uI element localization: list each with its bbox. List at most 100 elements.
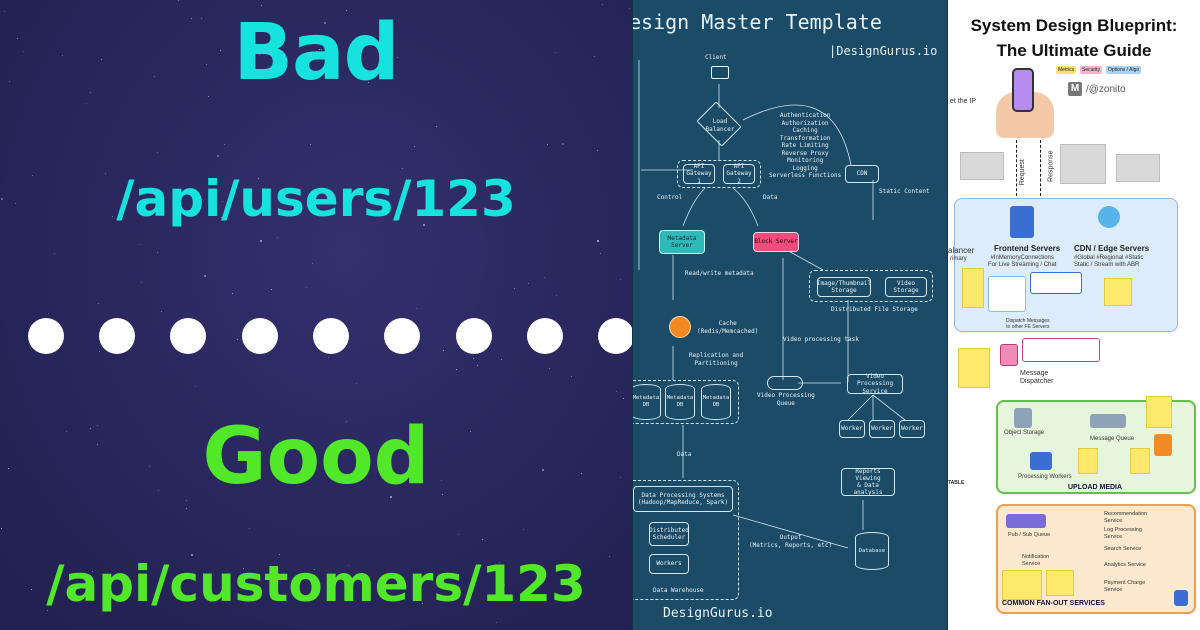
star-dot	[353, 72, 354, 73]
star-dot	[1, 198, 3, 200]
star-dot	[348, 565, 349, 566]
star-dot	[204, 275, 206, 277]
star-dot	[443, 350, 444, 351]
workers-box: Workers	[649, 554, 689, 574]
star-dot	[549, 368, 550, 369]
analytics-service-label: Analytics Service	[1104, 562, 1146, 568]
star-dot	[47, 610, 48, 611]
separator-dot	[384, 318, 420, 354]
dispatcher-icon	[1000, 344, 1018, 366]
bad-good-panel: Bad /api/users/123 Good /api/customers/1…	[0, 0, 632, 630]
star-dot	[602, 4, 603, 5]
design-master-template-panel: esign Master Template |DesignGurus.io Cl…	[632, 0, 948, 630]
star-dot	[600, 253, 601, 254]
star-dot	[271, 289, 272, 290]
system-design-blueprint-panel: System Design Blueprint: The Ultimate Gu…	[948, 0, 1200, 630]
star-dot	[253, 476, 254, 477]
star-dot	[285, 475, 286, 476]
object-storage-label: Object Storage	[1004, 430, 1045, 436]
worker-3: Worker	[899, 420, 925, 438]
star-dot	[620, 477, 621, 478]
star-dot	[201, 18, 202, 19]
output-label: Output(Metrics, Reports, etc)	[749, 534, 833, 549]
pubsub-label: Pub / Sub Queue	[1008, 532, 1051, 538]
good-url: /api/customers/123	[46, 555, 586, 613]
static-content-label: Static Content	[879, 188, 930, 195]
load-balancer-sub: rimary	[950, 256, 967, 262]
star-dot	[221, 217, 222, 218]
star-dot	[332, 197, 333, 198]
client-label: Client	[705, 54, 727, 61]
star-dot	[261, 5, 262, 6]
star-dot	[482, 539, 483, 540]
star-dot	[279, 600, 280, 601]
star-dot	[473, 358, 474, 359]
star-dot	[1, 528, 2, 529]
star-dot	[48, 313, 49, 314]
bad-label: Bad	[233, 8, 400, 98]
star-dot	[616, 391, 617, 392]
star-dot	[458, 534, 459, 535]
star-dot	[191, 18, 192, 19]
star-dot	[157, 152, 158, 153]
star-dot	[54, 253, 55, 254]
star-dot	[178, 0, 179, 1]
star-dot	[9, 81, 10, 82]
star-dot	[97, 425, 98, 426]
tag-security: Security	[1080, 66, 1103, 74]
sticky-note	[962, 268, 984, 308]
star-dot	[157, 252, 158, 253]
star-dot	[279, 554, 280, 555]
cdn-servers-label: CDN / Edge Servers	[1074, 244, 1150, 253]
distributed-file-storage-label: Distributed File Storage	[831, 306, 918, 313]
star-dot	[92, 571, 93, 572]
template-title: esign Master Template	[632, 10, 882, 34]
star-dot	[499, 562, 500, 563]
separator-dot	[99, 318, 135, 354]
star-dot	[161, 311, 162, 312]
star-dot	[397, 57, 398, 58]
title-line-1: System Design Blueprint:	[970, 16, 1178, 35]
data-label: Data	[763, 194, 778, 201]
star-dot	[157, 195, 158, 196]
star-dot	[436, 126, 437, 127]
star-dot	[523, 529, 524, 530]
star-dot	[581, 473, 582, 474]
search-service-label: Search Service	[1104, 546, 1142, 552]
block-server: Block Server	[753, 232, 799, 252]
message-queue-icon	[1090, 414, 1126, 428]
star-dot	[258, 178, 259, 179]
table-label: TABLE	[948, 480, 965, 486]
star-dot	[246, 471, 247, 472]
request-label: Request	[1018, 159, 1026, 186]
star-dot	[277, 56, 278, 57]
star-dot	[390, 496, 392, 498]
star-dot	[368, 82, 369, 83]
sticky-note	[1046, 570, 1074, 596]
star-dot	[62, 55, 63, 56]
separator-dot	[242, 318, 278, 354]
star-dot	[247, 430, 248, 431]
star-dot	[32, 175, 33, 176]
star-dot	[98, 303, 99, 304]
star-dot	[66, 431, 67, 432]
computer-icon	[711, 66, 729, 79]
api-gateway-group	[677, 160, 761, 188]
star-dot	[555, 52, 556, 53]
separator-dot	[598, 318, 632, 354]
star-dot	[501, 359, 502, 360]
video-processing-task-label: Video processing task	[783, 336, 859, 343]
star-dot	[562, 143, 564, 145]
star-dot	[597, 150, 598, 151]
cdn-gear-icon	[1098, 206, 1120, 228]
star-dot	[158, 490, 159, 491]
